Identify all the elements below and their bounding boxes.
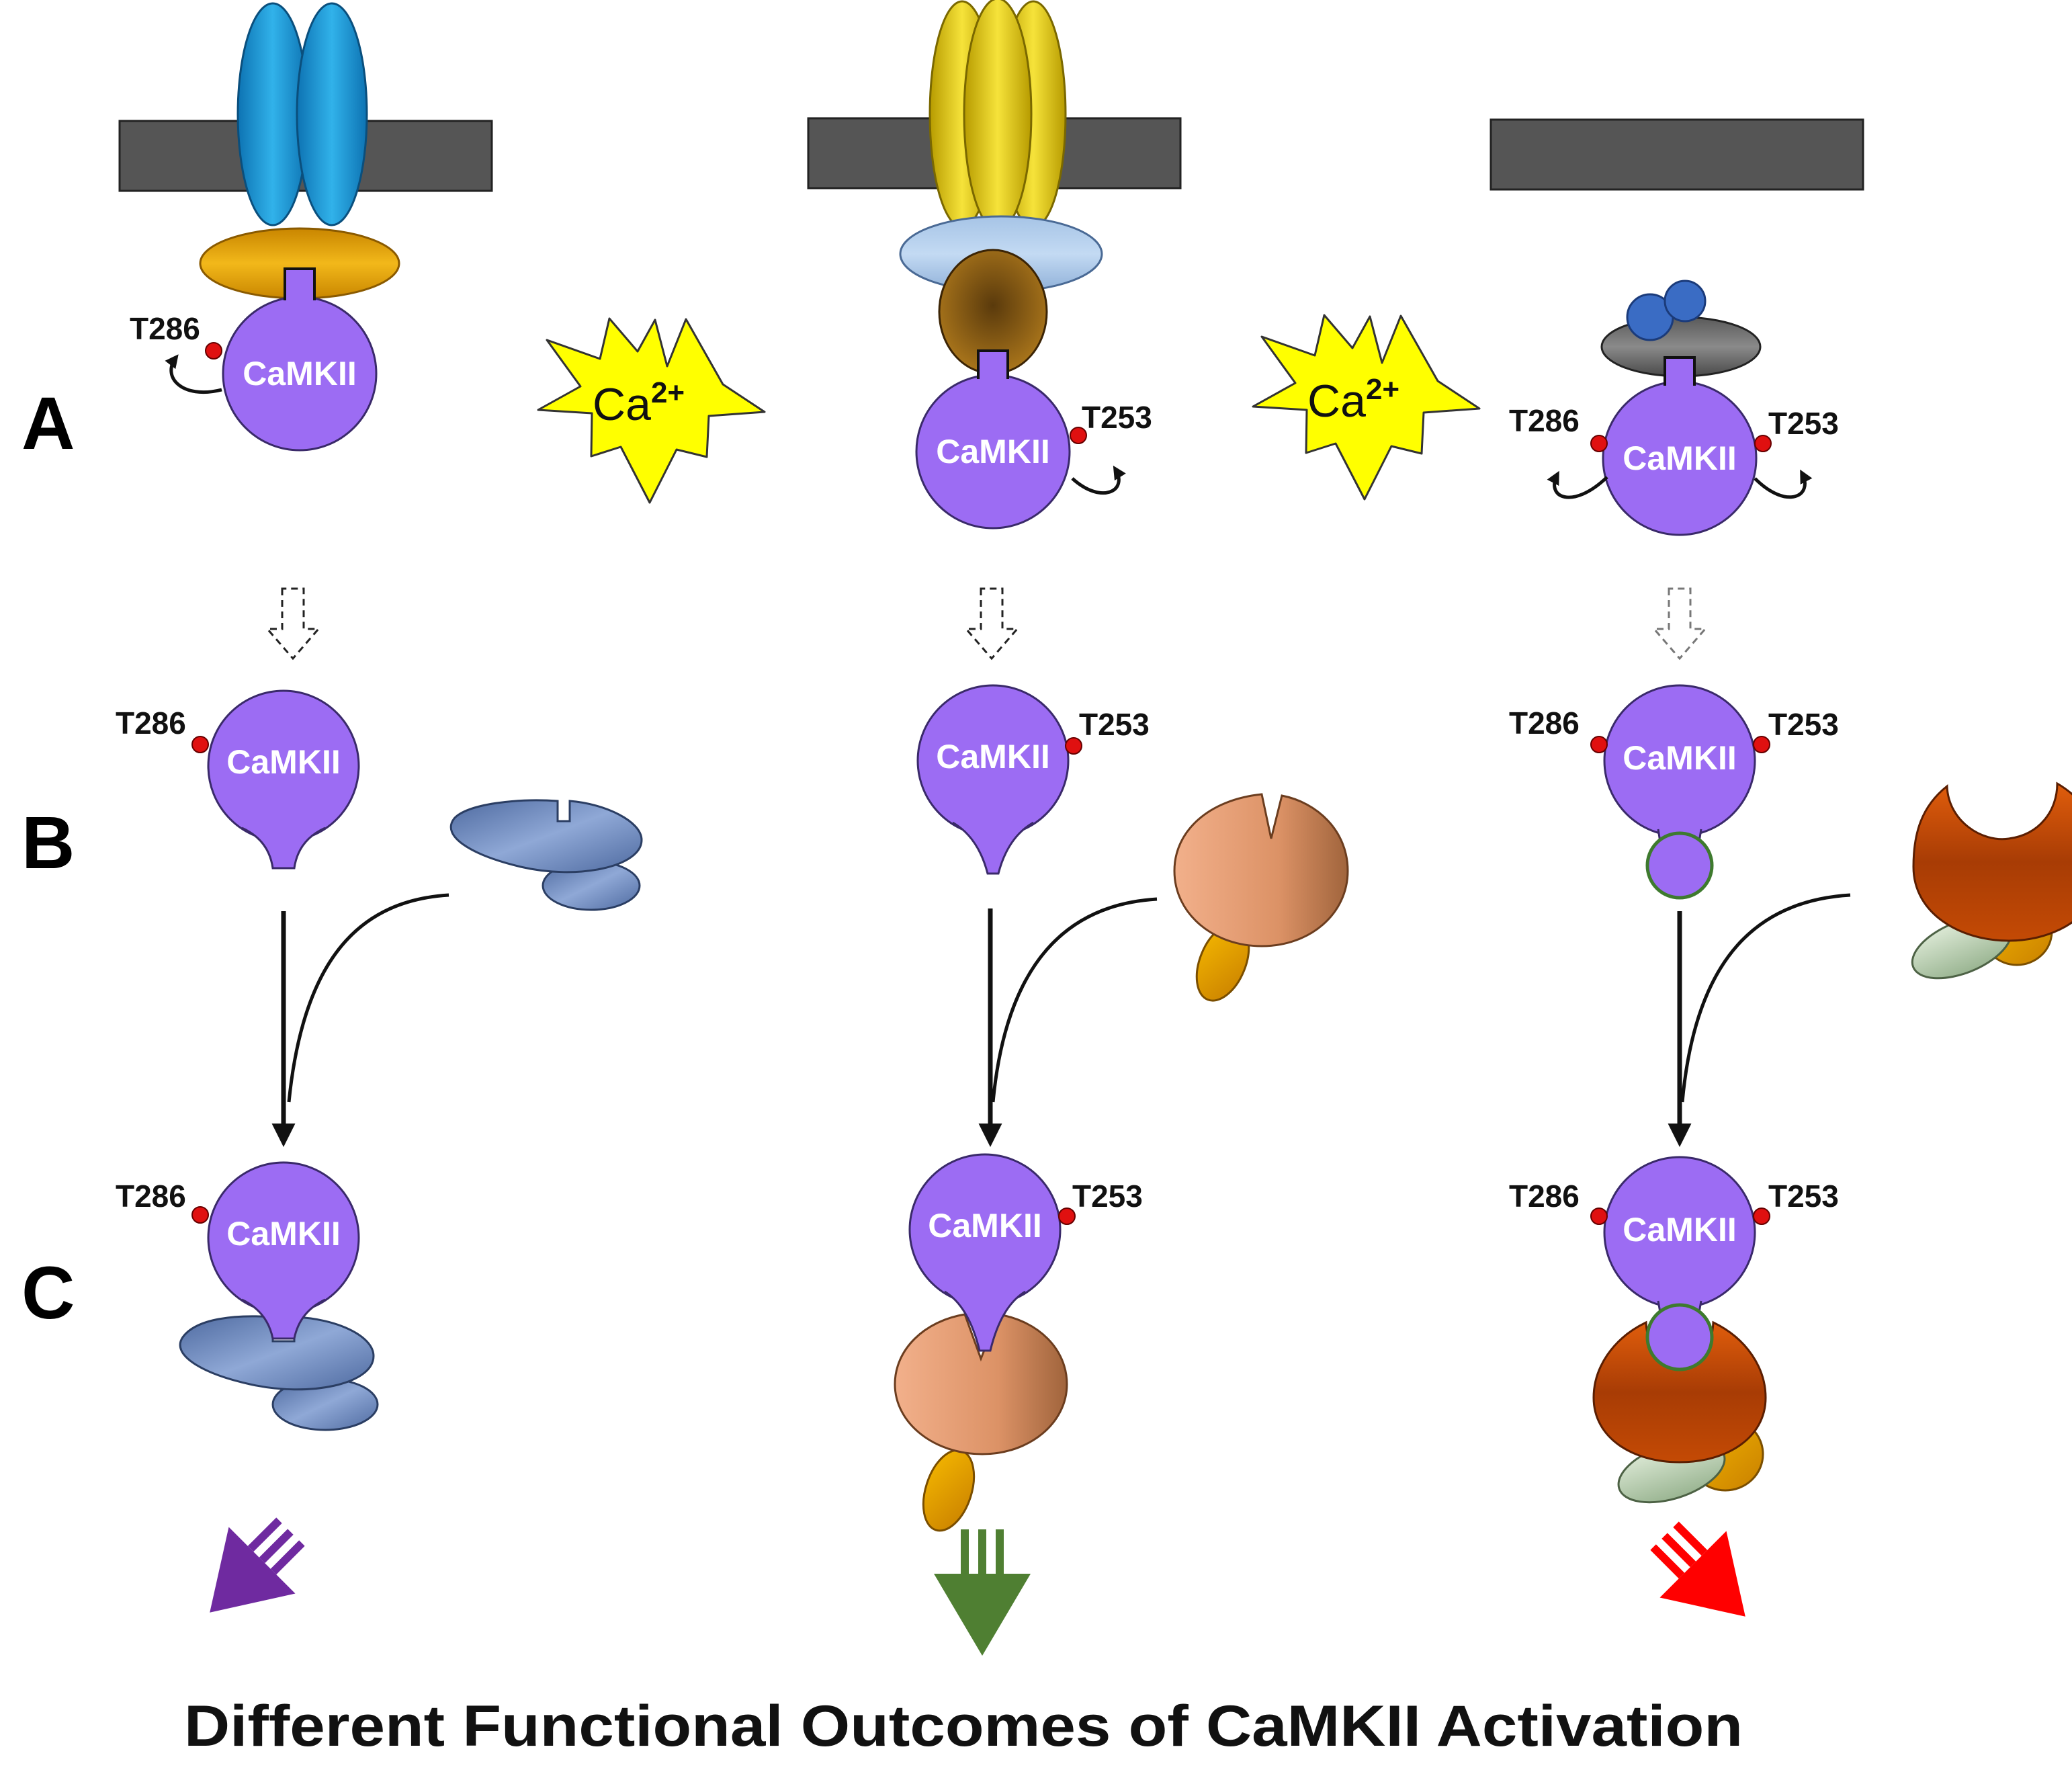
outcome-arrow-green [934, 1529, 1031, 1656]
outcome-arrow-red-stripe [1661, 1533, 1696, 1568]
partner-protein-steel-large [449, 799, 643, 874]
site-label-t253: T253 [1082, 400, 1152, 435]
calcium-ion-label: Ca2+ [1307, 373, 1399, 427]
col1-row-c: CaMKII T286 [116, 1161, 379, 1431]
phospho-site-t286 [191, 1206, 209, 1224]
outcome-arrow-purple-head [210, 1527, 296, 1613]
outcome-arrow-green-stripe [978, 1529, 986, 1574]
col3-row-b: CaMKII T286 T253 [1509, 684, 2072, 980]
calcium-burst-2: Ca2+ [1252, 314, 1481, 501]
site-label-t253: T253 [1072, 1179, 1143, 1214]
recruit-arrow-col3 [1680, 893, 1851, 1103]
col1-row-a: CaMKII T286 [118, 2, 493, 452]
site-label-t253: T253 [1768, 406, 1839, 441]
outcome-arrow-purple-stripe [247, 1517, 282, 1552]
site-label-t286: T286 [116, 706, 186, 740]
camkii-label: CaMKII [928, 1207, 1041, 1244]
calcium-burst-shape [1252, 314, 1481, 501]
outcome-arrow-red-head [1659, 1531, 1745, 1617]
receptor-blue-right [296, 2, 368, 226]
calcium-burst-1: Ca2+ [537, 317, 766, 504]
outcome-arrow-green-head [934, 1574, 1031, 1656]
phospho-site-t253 [1065, 737, 1082, 755]
outcome-arrow-red [1650, 1521, 1745, 1617]
camkii-docking-tail [241, 827, 326, 870]
partner-protein-rust-cup [1912, 781, 2072, 942]
camkii-label: CaMKII [936, 433, 1049, 470]
autophosphorylation-arrow-left [1547, 470, 1608, 499]
camkii-docking-tail [944, 1290, 1026, 1352]
site-label-t286: T286 [116, 1179, 186, 1214]
camkii-label: CaMKII [936, 738, 1049, 775]
outcome-arrow-green-stripe [961, 1529, 969, 1574]
outcome-arrow-green-stripe [996, 1529, 1004, 1574]
row-label-b: B [21, 802, 75, 884]
site-label-t286: T286 [130, 311, 200, 346]
site-label-t253: T253 [1768, 1179, 1839, 1214]
phospho-site-t286 [1590, 1208, 1608, 1225]
outcome-arrow-purple [210, 1517, 305, 1613]
camkii-label: CaMKII [226, 743, 340, 781]
phospho-site-t286 [205, 342, 222, 359]
transition-arrow-col3 [1651, 587, 1708, 661]
col3-row-a: CaMKII T286 T253 [1490, 118, 1864, 536]
transition-arrow-col1 [265, 587, 321, 661]
outcome-arrow-red-stripe [1650, 1544, 1685, 1579]
phospho-site-t253 [1070, 427, 1087, 444]
camkii-label: CaMKII [226, 1215, 340, 1253]
site-label-t253: T253 [1768, 707, 1839, 742]
camkii-docking-knob [1645, 831, 1714, 900]
col2-row-a: CaMKII T253 [807, 0, 1182, 530]
camkii-label: CaMKII [1623, 739, 1736, 777]
calmodulin-lobe-right [1664, 280, 1707, 323]
camkii-docking-tail [952, 821, 1034, 875]
receptor-yellow-middle [963, 0, 1033, 231]
recruit-arrow-col1 [287, 893, 449, 1103]
calcium-burst-shape [537, 317, 766, 504]
row-label-a: A [21, 382, 75, 465]
binding-arrows [271, 893, 1851, 1147]
transition-arrow-col2 [963, 587, 1020, 661]
autophosphorylation-arrow [165, 354, 222, 394]
phospho-site-t253 [1753, 736, 1770, 753]
phospho-site-t253 [1754, 435, 1772, 452]
partner-protein-peach-pacman [894, 1313, 1068, 1455]
site-label-t286: T286 [1509, 403, 1580, 438]
site-label-t286: T286 [1509, 706, 1580, 740]
outcome-arrow-red-stripe [1673, 1521, 1708, 1556]
outcome-arrow-purple-stripe [259, 1529, 294, 1564]
site-label-t286: T286 [1509, 1179, 1580, 1214]
phospho-site-t286 [1590, 736, 1608, 753]
camkii-label: CaMKII [243, 355, 356, 392]
camkii-docking-stem [284, 267, 316, 300]
outcome-arrow-purple-stripe [270, 1540, 305, 1575]
site-label-t253: T253 [1079, 707, 1150, 742]
autophosphorylation-arrow-right [1754, 469, 1813, 499]
camkii-docking-tail [241, 1298, 326, 1340]
camkii-docking-knob [1645, 1303, 1714, 1371]
phospho-site-t286 [191, 736, 209, 753]
calcium-ion-label: Ca2+ [593, 376, 685, 430]
partner-protein-gold-tail [922, 1449, 976, 1532]
partner-protein-peach-pacman [1173, 793, 1349, 947]
phospho-site-t286 [1590, 435, 1608, 452]
row-label-c: C [21, 1252, 75, 1335]
phospho-site-t253 [1753, 1208, 1770, 1225]
col3-row-c: CaMKII T286 T253 [1509, 1156, 1839, 1504]
camkii-docking-stem [1664, 356, 1696, 386]
recruit-arrow-col2 [991, 897, 1158, 1103]
partner-protein-steel-large [179, 1315, 375, 1391]
camkii-docking-stem [977, 349, 1009, 379]
col2-row-b: CaMKII T253 [916, 684, 1349, 1002]
autophosphorylation-arrow [1071, 465, 1126, 495]
camkii-label: CaMKII [1623, 439, 1736, 477]
col1-row-b: CaMKII T286 [116, 689, 643, 911]
col2-row-c: CaMKII T253 [894, 1153, 1143, 1532]
phospho-site-t253 [1058, 1208, 1076, 1225]
membrane-3 [1490, 118, 1864, 191]
figure-title: Different Functional Outcomes of CaMKII … [184, 1694, 1743, 1759]
camkii-label: CaMKII [1623, 1211, 1736, 1248]
